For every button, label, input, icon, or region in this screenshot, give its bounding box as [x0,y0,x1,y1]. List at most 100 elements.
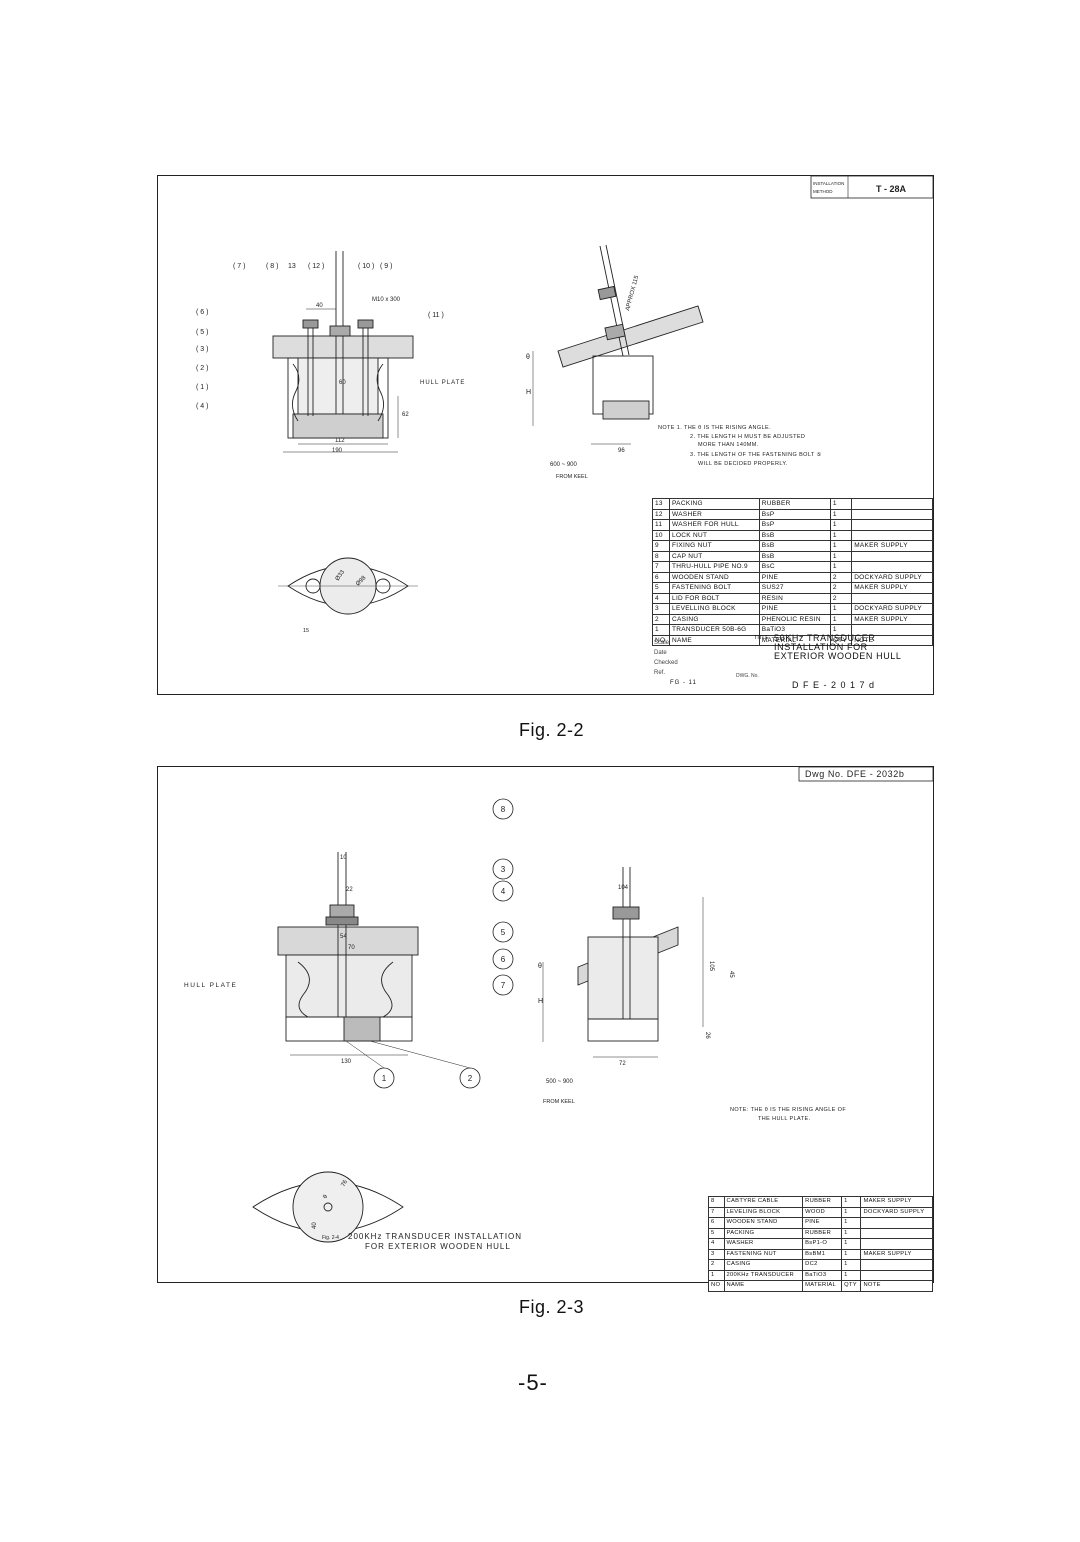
fig2-title-2: FOR EXTERIOR WOODEN HULL [365,1242,511,1251]
fig2-part-cell-no: 3 [708,1248,725,1260]
dim-70: 70 [348,945,355,951]
fig1-part-cell-no: 5 [651,582,671,594]
fig2-title-1: 200KHz TRANSDUCER INSTALLATION [348,1232,522,1241]
fig1-part-cell-no: 7 [651,561,671,573]
note-line-1: NOTE 1. THE θ IS THE RISING ANGLE. [658,425,771,431]
fig1-part-cell-qty: 1 [829,508,853,520]
fig2-part-cell-qty: 1 [841,1238,862,1250]
fig1-left-labels: Scale Date Checked Ref. [654,640,678,676]
fig1-plan-view [278,557,418,615]
fig1-part-cell-qty: 1 [829,561,853,573]
fig2-dwg-no: Dwg No. DFE - 2032b [805,769,904,779]
fig1-part-cell-no: 8 [651,550,671,562]
fig2-dim-h: H [538,998,543,1005]
dim-keel-range: 600 ~ 900 [550,462,578,468]
fig2-part-cell-note: DOCKYARD SUPPLY [860,1206,933,1218]
fig1-part-cell-material: BsB [758,540,831,552]
balloon-13: 13 [288,263,296,270]
fig2-part-cell-name: LEVELING BLOCK [723,1206,804,1218]
fig1-part-cell-note: MAKER SUPPLY [851,582,933,594]
fig1-hull-plate-label: HULL PLATE [420,380,465,386]
fig2-section-view [277,852,471,1069]
balloon-6: ( 6 ) [196,309,208,316]
note-line-5: WILL BE DECIDED PROPERLY. [698,461,788,467]
fig1-part-cell-qty: 1 [829,519,853,531]
fig2-drawing: Dwg No. DFE - 2032b 8 3 4 5 6 7 1 2 [184,766,934,1251]
fig2-part-cell-note [860,1269,933,1281]
fig2-part-cell-no: 8 [708,1196,725,1208]
fig1-part-cell-no: 13 [651,498,671,510]
dim-112: 112 [335,438,345,444]
dim-from-keel: FROM KEEL [556,474,588,480]
fig1-part-cell-no: 3 [651,603,671,615]
fig1-part-cell-note [851,508,933,520]
fig2-part-cell-note: MAKER SUPPLY [860,1248,933,1260]
note-line-2: 2. THE LENGTH H MUST BE ADJUSTED [690,434,805,440]
dim-bolt: Ø33 [335,569,347,582]
fig2-part-cell-note [860,1259,933,1271]
fig1-part-cell-qty: 2 [829,571,853,583]
fig1-part-cell-material: BsP [758,519,831,531]
fig2-balloon-3: 3 [501,865,506,874]
fig2-balloon-5: 5 [501,928,506,937]
balloon-3: ( 3 ) [196,346,208,353]
fig2-part-cell-material: PINE [802,1217,843,1229]
fig1-part-cell-qty: 2 [829,582,853,594]
fig1-dwg-no: D F E - 2 0 1 7 d [792,680,876,690]
fig1-part-cell-name: LID FOR BOLT [669,592,760,604]
fig1-part-cell-material: BsB [758,529,831,541]
fig1-title: 50KHz TRANSDUCER INSTALLATION FOR EXTERI… [774,633,902,661]
fig1-part-cell-no: 12 [651,508,671,520]
fig1-part-cell-name: WASHER [669,508,760,520]
fig1-part-cell-qty: 1 [829,498,853,510]
fig2-part-cell-note [860,1227,933,1239]
fig1-parts-header: NO NAME MATERIAL QTY NOTE [651,634,933,646]
fig1-part-cell-name: THRU-HULL PIPE NO.9 [669,561,760,573]
fig2-part-cell-no: 1 [708,1269,725,1281]
install-code: T - 28A [876,184,907,194]
fig2-balloon-8: 8 [501,805,506,814]
dim-10: 10 [340,855,347,861]
note-line-4: 3. THE LENGTH OF THE FASTENING BOLT ⑤ [690,451,822,458]
fig1-part-cell-no: 6 [651,571,671,583]
fig1-part-cell-material: BsP [758,508,831,520]
fig1-part-cell-name: CASING [669,613,760,625]
dim-105: 105 [708,961,714,972]
fig2-balloon-4: 4 [501,887,506,896]
balloon-7: ( 7 ) [233,263,245,270]
fig1-part-cell-no: 4 [651,592,671,604]
fig2-part-cell-material: BaTiO3 [802,1269,843,1281]
drawing-sheet-fig-2-3: Dwg No. DFE - 2032b 8 3 4 5 6 7 1 2 [157,766,934,1292]
fig1-part-cell-note: MAKER SUPPLY [851,613,933,625]
fig2-part-cell-name: WOODEN STAND [723,1217,804,1229]
fig1-part-cell-note [851,561,933,573]
install-method-label-1: INSTALLATION [813,181,844,186]
fig2-dim-theta: θ [538,963,542,970]
fig1-part-cell-note [851,519,933,531]
fig2-part-cell-material: RUBBER [802,1196,843,1208]
fig2-part-cell-material: RUBBER [802,1227,843,1239]
dim-190: 190 [332,448,343,454]
fig1-part-cell-name: TRANSDUCER 50B-6G [669,624,760,636]
dim-45: 45 [728,971,734,978]
dim-104: 104 [618,885,629,891]
balloon-1: ( 1 ) [196,384,208,391]
drawing-sheet-fig-2-2: INSTALLATION METHOD T - 28A ( 7 ) ( 8 ) … [157,175,934,695]
note-line-3: MORE THAN 140MM. [698,442,759,448]
fig1-part-cell-name: FIXING NUT [669,540,760,552]
fig2-part-cell-material: BsP1-O [802,1238,843,1250]
caption-fig-2-3: Fig. 2-3 [519,1297,585,1317]
dim-40: 40 [316,303,323,309]
balloon-5: ( 5 ) [196,329,208,336]
